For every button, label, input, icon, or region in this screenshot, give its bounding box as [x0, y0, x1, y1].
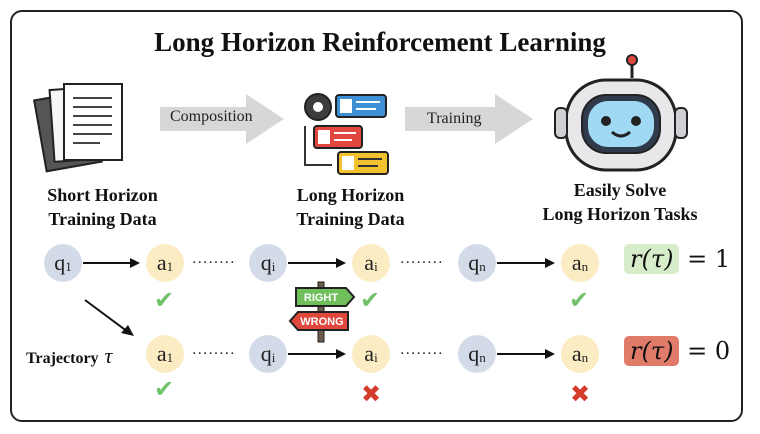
row1-reward: r(τ) = 1 — [624, 244, 730, 274]
composition-label: Composition — [170, 108, 253, 126]
long-horizon-caption-line2: Training Data — [268, 207, 433, 231]
right-wrong-sign: RIGHT WRONG — [290, 282, 354, 342]
row2-reward-eq: = 0 — [687, 337, 730, 365]
trajectory-tau: τ — [105, 343, 113, 368]
sign-right-label: RIGHT — [304, 292, 339, 304]
short-horizon-caption-line2: Training Data — [20, 207, 185, 231]
solve-caption: Easily Solve Long Horizon Tasks — [520, 178, 720, 226]
long-horizon-caption: Long Horizon Training Data — [268, 183, 433, 231]
row1-a1-check-icon: ✔ — [154, 286, 174, 314]
solve-caption-line1: Easily Solve — [520, 178, 720, 202]
arrow-q1-a1-trajectory — [85, 300, 128, 332]
row2-dots-1: ........ — [192, 341, 236, 359]
row1-reward-fn: r(τ) — [624, 244, 679, 274]
solve-caption-line2: Long Horizon Tasks — [520, 202, 720, 226]
row1-an-check-icon: ✔ — [569, 286, 589, 314]
robot-icon — [555, 55, 687, 170]
row2-an-cross-icon: ✖ — [570, 380, 590, 408]
row2-ai-cross-icon: ✖ — [361, 380, 381, 408]
row2-reward-fn: r(τ) — [624, 336, 679, 366]
composed-data-icon — [305, 94, 388, 174]
long-horizon-caption-line1: Long Horizon — [268, 183, 433, 207]
row2-a1-check-icon: ✔ — [154, 375, 174, 403]
short-horizon-caption: Short Horizon Training Data — [20, 183, 185, 231]
training-label: Training — [427, 110, 482, 128]
sign-wrong-label: WRONG — [300, 316, 343, 328]
row1-dots-2: ........ — [400, 250, 444, 268]
short-horizon-caption-line1: Short Horizon — [20, 183, 185, 207]
row1-dots-1: ........ — [192, 250, 236, 268]
row1-ai-check-icon: ✔ — [360, 286, 380, 314]
row1-reward-eq: = 1 — [687, 245, 730, 273]
documents-icon — [34, 84, 122, 171]
row2-dots-2: ........ — [400, 341, 444, 359]
row2-reward: r(τ) = 0 — [624, 336, 730, 366]
trajectory-text: Trajectory — [26, 350, 99, 367]
trajectory-label: Trajectory τ — [26, 343, 112, 369]
